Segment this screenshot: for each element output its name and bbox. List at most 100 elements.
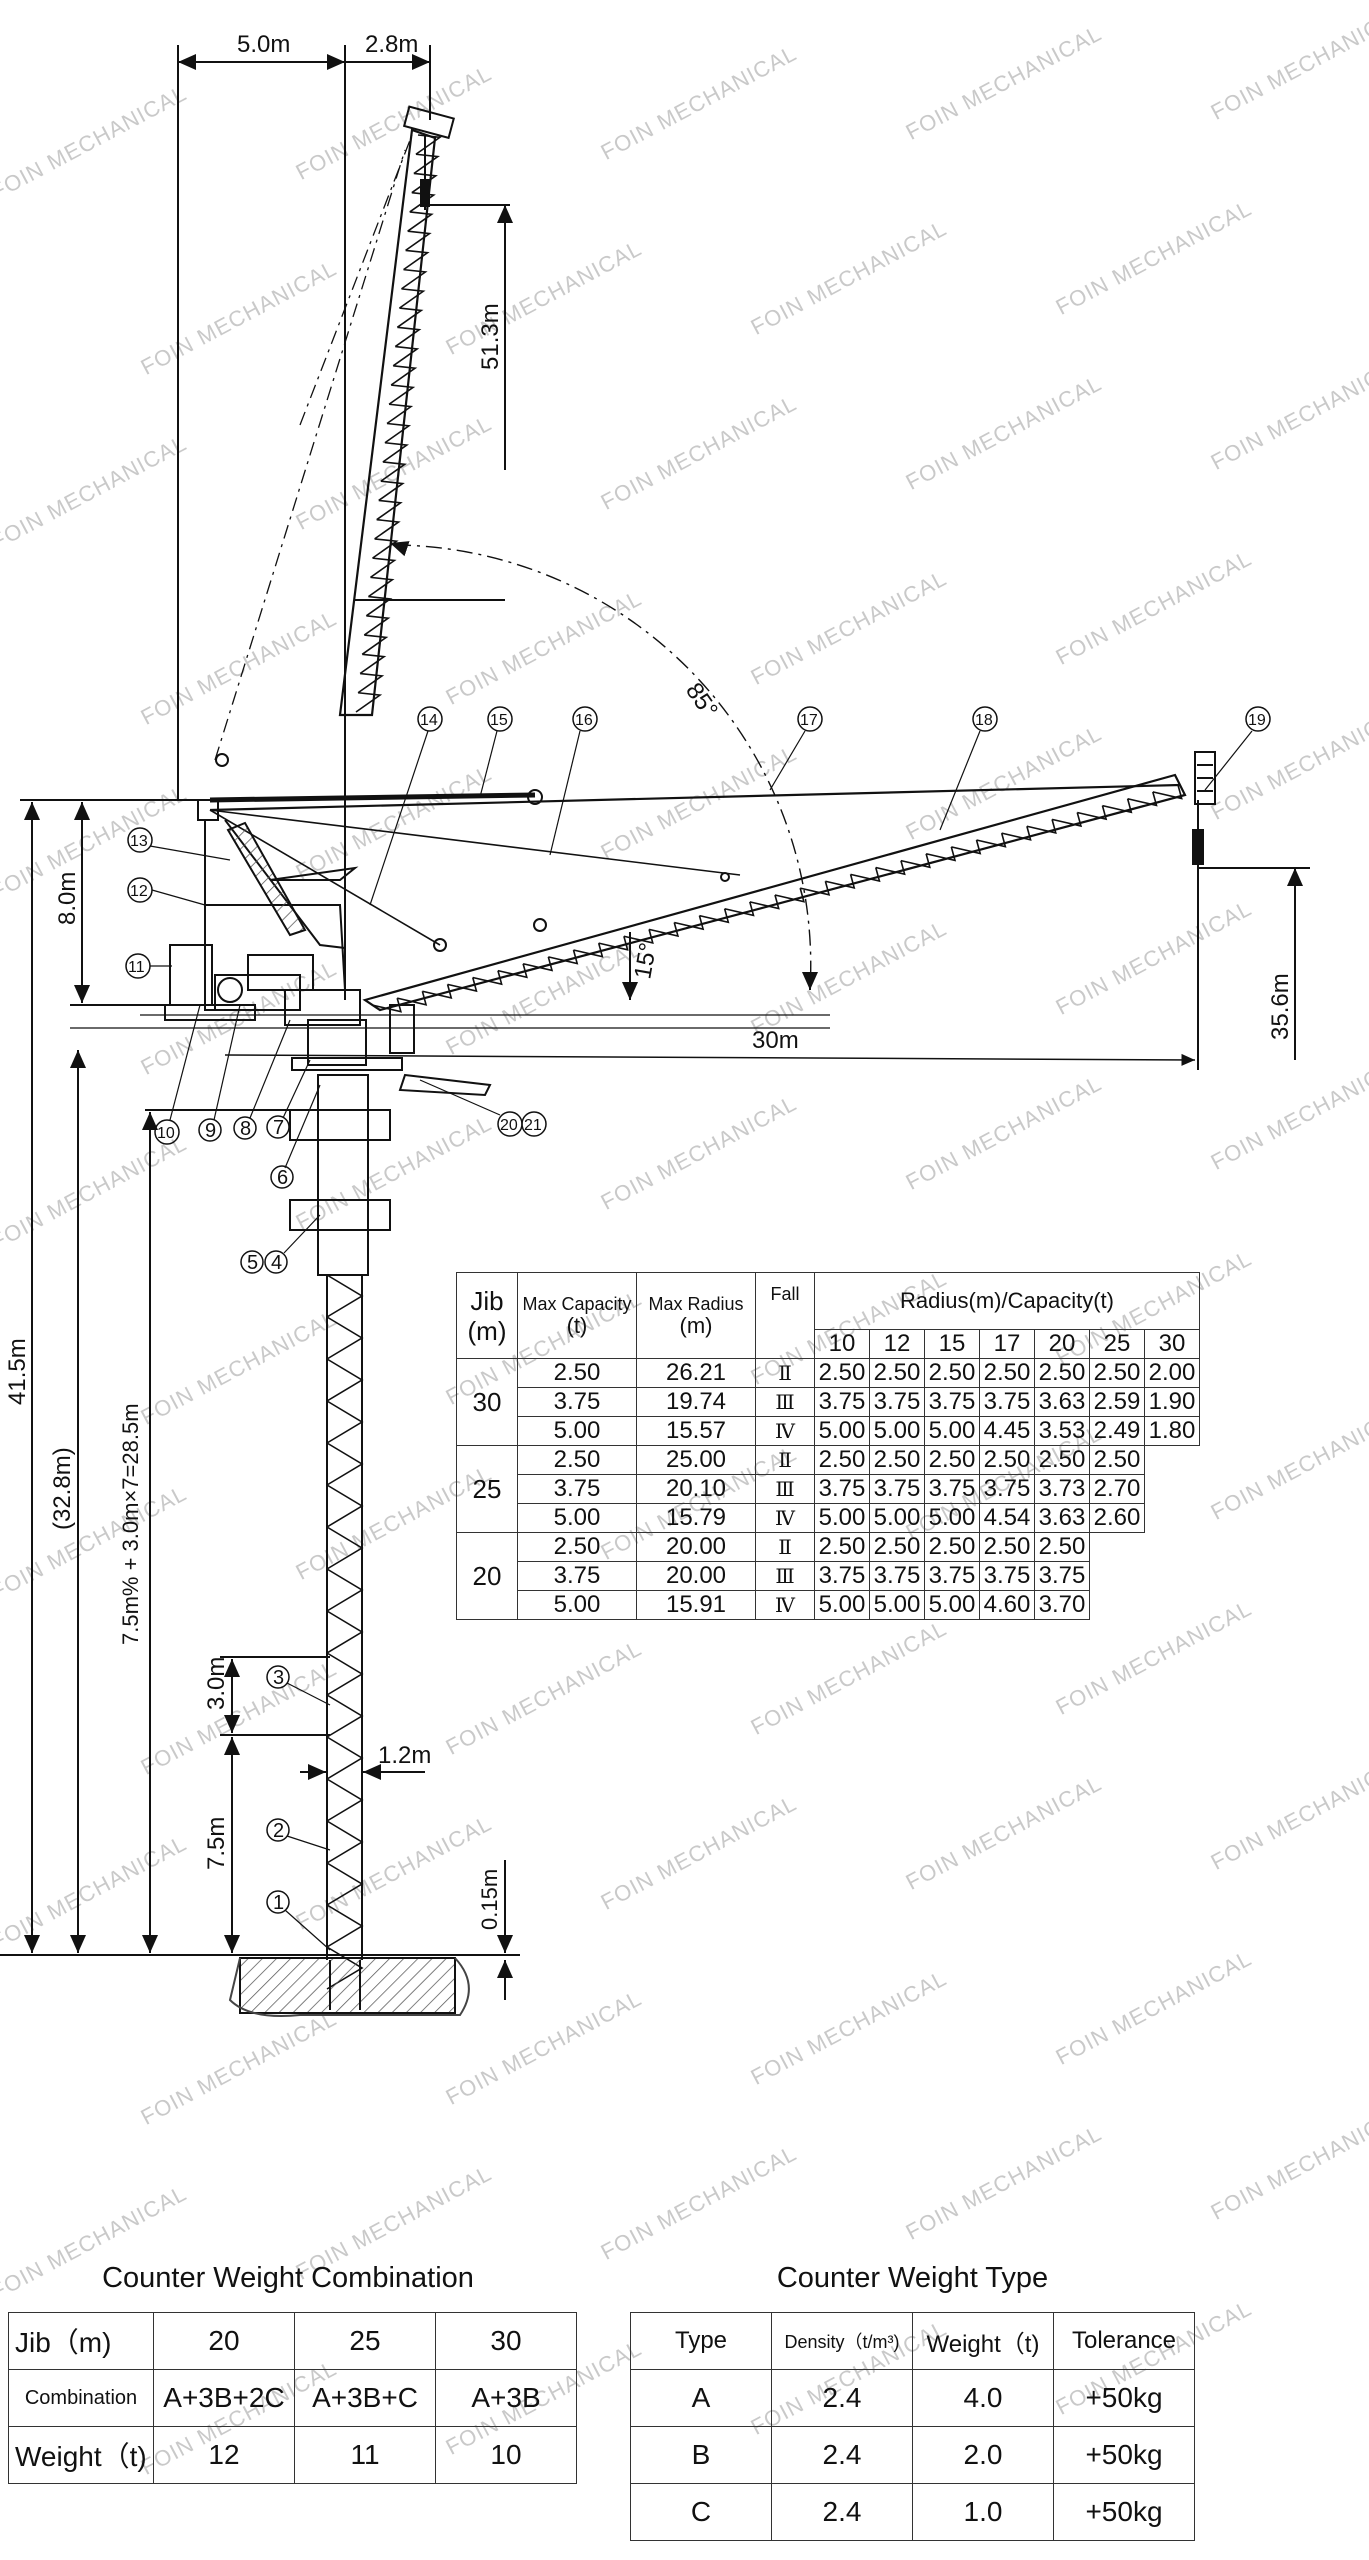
slewing-unit: 8.0m [54, 799, 830, 1097]
cw-type-type-cell: C [630, 2483, 772, 2541]
cw-type-type-cell: A [630, 2369, 772, 2427]
svg-text:2: 2 [273, 1820, 284, 1842]
svg-text:15: 15 [490, 712, 508, 729]
cw-type-header: Type [630, 2312, 772, 2370]
max-radius-cell: 20.00 [636, 1532, 756, 1562]
cw-weight-header: Weight（t) [912, 2312, 1054, 2370]
svg-text:12: 12 [130, 883, 148, 900]
capacity-cell: 2.50 [1034, 1532, 1090, 1562]
cw-combination-title: Counter Weight Combination [102, 2262, 474, 2294]
svg-text:14: 14 [420, 712, 438, 729]
angle-15: 15° [629, 941, 662, 981]
svg-text:20: 20 [500, 1117, 518, 1134]
capacity-cell: 2.50 [924, 1532, 980, 1562]
svg-text:9: 9 [205, 1120, 216, 1142]
capacity-cell: 1.90 [1144, 1387, 1200, 1417]
dim-51-3m: 51.3m [477, 303, 504, 370]
capacity-cell: 5.00 [814, 1416, 870, 1446]
capacity-cell: 2.60 [1089, 1503, 1145, 1533]
capacity-cell: 3.75 [924, 1387, 980, 1417]
max-capacity-cell: 3.75 [517, 1561, 637, 1591]
capacity-cell: 5.00 [869, 1503, 925, 1533]
callout-6: 6 [270, 1165, 294, 1189]
raised-jib: 51.3m [214, 105, 513, 767]
empty-cell [1145, 1533, 1200, 1562]
empty-cell [1145, 1562, 1200, 1591]
capacity-cell: 2.70 [1089, 1474, 1145, 1504]
fall-cell: Ⅲ [755, 1387, 815, 1417]
svg-text:7: 7 [273, 1117, 284, 1139]
capacity-cell: 3.75 [924, 1474, 980, 1504]
capacity-cell: 3.73 [1034, 1474, 1090, 1504]
watermark-text: FOIN MECHANICAL [596, 2140, 801, 2265]
cw-type-weight-cell: 4.0 [912, 2369, 1054, 2427]
empty-cell [1090, 1591, 1145, 1620]
capacity-cell: 5.00 [814, 1503, 870, 1533]
dim-2-8m: 2.8m [365, 31, 418, 58]
max-capacity-cell: 3.75 [517, 1387, 637, 1417]
max-capacity-cell: 5.00 [517, 1416, 637, 1446]
callout-7: 7 [266, 1115, 290, 1139]
capacity-cell: 2.50 [924, 1445, 980, 1475]
watermark-text: FOIN MECHANICAL [1206, 2100, 1369, 2225]
capacity-cell: 5.00 [924, 1590, 980, 1620]
capacity-cell: 5.00 [814, 1590, 870, 1620]
fall-cell: Ⅲ [755, 1561, 815, 1591]
capacity-cell: 5.00 [869, 1590, 925, 1620]
capacity-cell: 4.54 [979, 1503, 1035, 1533]
capacity-cell: 2.59 [1089, 1387, 1145, 1417]
empty-cell [1145, 1475, 1200, 1504]
svg-text:17: 17 [800, 712, 818, 729]
fall-cell: Ⅲ [755, 1474, 815, 1504]
capacity-cell: 3.75 [814, 1474, 870, 1504]
cw-type-tolerance-cell: +50kg [1053, 2369, 1195, 2427]
cw-combination-table: Jib（m) 20 25 30 Combination A+3B+2C A+3B… [8, 2312, 577, 2484]
capacity-cell: 3.70 [1034, 1590, 1090, 1620]
cw-combo-value: A+3B [435, 2369, 577, 2427]
callout-17: 17 [797, 706, 823, 732]
dim-left: 41.5m (32.8m) 7.5m% + 3.0m×7=28.5m 3.0m … [0, 799, 520, 2000]
callout-8: 8 [233, 1116, 257, 1140]
capacity-cell: 5.00 [869, 1416, 925, 1446]
capacity-cell: 3.75 [814, 1561, 870, 1591]
max-radius-cell: 26.21 [636, 1358, 756, 1388]
col-max-radius-header: Max Radius(m) [636, 1272, 756, 1359]
callout-13: 13 [127, 827, 153, 853]
cw-combo-combination-row: Combination A+3B+2C A+3B+C A+3B [8, 2369, 577, 2427]
callout-14: 14 [417, 706, 443, 732]
cw-combo-weight-header: Weight（t) [8, 2426, 154, 2484]
dim-7-5m: 7.5m [203, 1817, 230, 1870]
capacity-cell: 2.49 [1089, 1416, 1145, 1446]
dim-top: 5.0m 2.8m [177, 31, 431, 1000]
svg-text:19: 19 [1248, 712, 1266, 729]
cw-type-weight-cell: 2.0 [912, 2426, 1054, 2484]
capacity-cell: 2.50 [1089, 1445, 1145, 1475]
svg-text:8: 8 [240, 1118, 251, 1140]
dim-0-15m: 0.15m [477, 1869, 502, 1930]
cw-combo-jib-header: Jib（m) [8, 2312, 154, 2370]
load-chart-table: Jib(m) Max Capacity(t) Max Radius(m) Fal… [456, 1272, 1200, 1620]
fall-cell: Ⅱ [755, 1532, 815, 1562]
crane-elevation-drawing: 5.0m 2.8m 51.3m 85° 15° [0, 31, 1310, 2017]
callout-12: 12 [127, 877, 153, 903]
callout-3: 3 [266, 1665, 331, 1706]
max-radius-cell: 15.91 [636, 1590, 756, 1620]
capacity-cell: 3.75 [979, 1474, 1035, 1504]
fall-cell: Ⅳ [755, 1590, 815, 1620]
jib-length-cell: 20 [456, 1532, 518, 1620]
max-capacity-cell: 2.50 [517, 1532, 637, 1562]
capacity-cell: 5.00 [924, 1503, 980, 1533]
capacity-cell: 3.75 [924, 1561, 980, 1591]
capacity-cell: 3.53 [1034, 1416, 1090, 1446]
radius-header-cell: 30 [1144, 1329, 1200, 1359]
col-radius-capacity-header: Radius(m)/Capacity(t) [814, 1272, 1200, 1330]
capacity-cell: 3.75 [979, 1561, 1035, 1591]
max-radius-cell: 25.00 [636, 1445, 756, 1475]
cw-combo-jib-25: 25 [294, 2312, 436, 2370]
